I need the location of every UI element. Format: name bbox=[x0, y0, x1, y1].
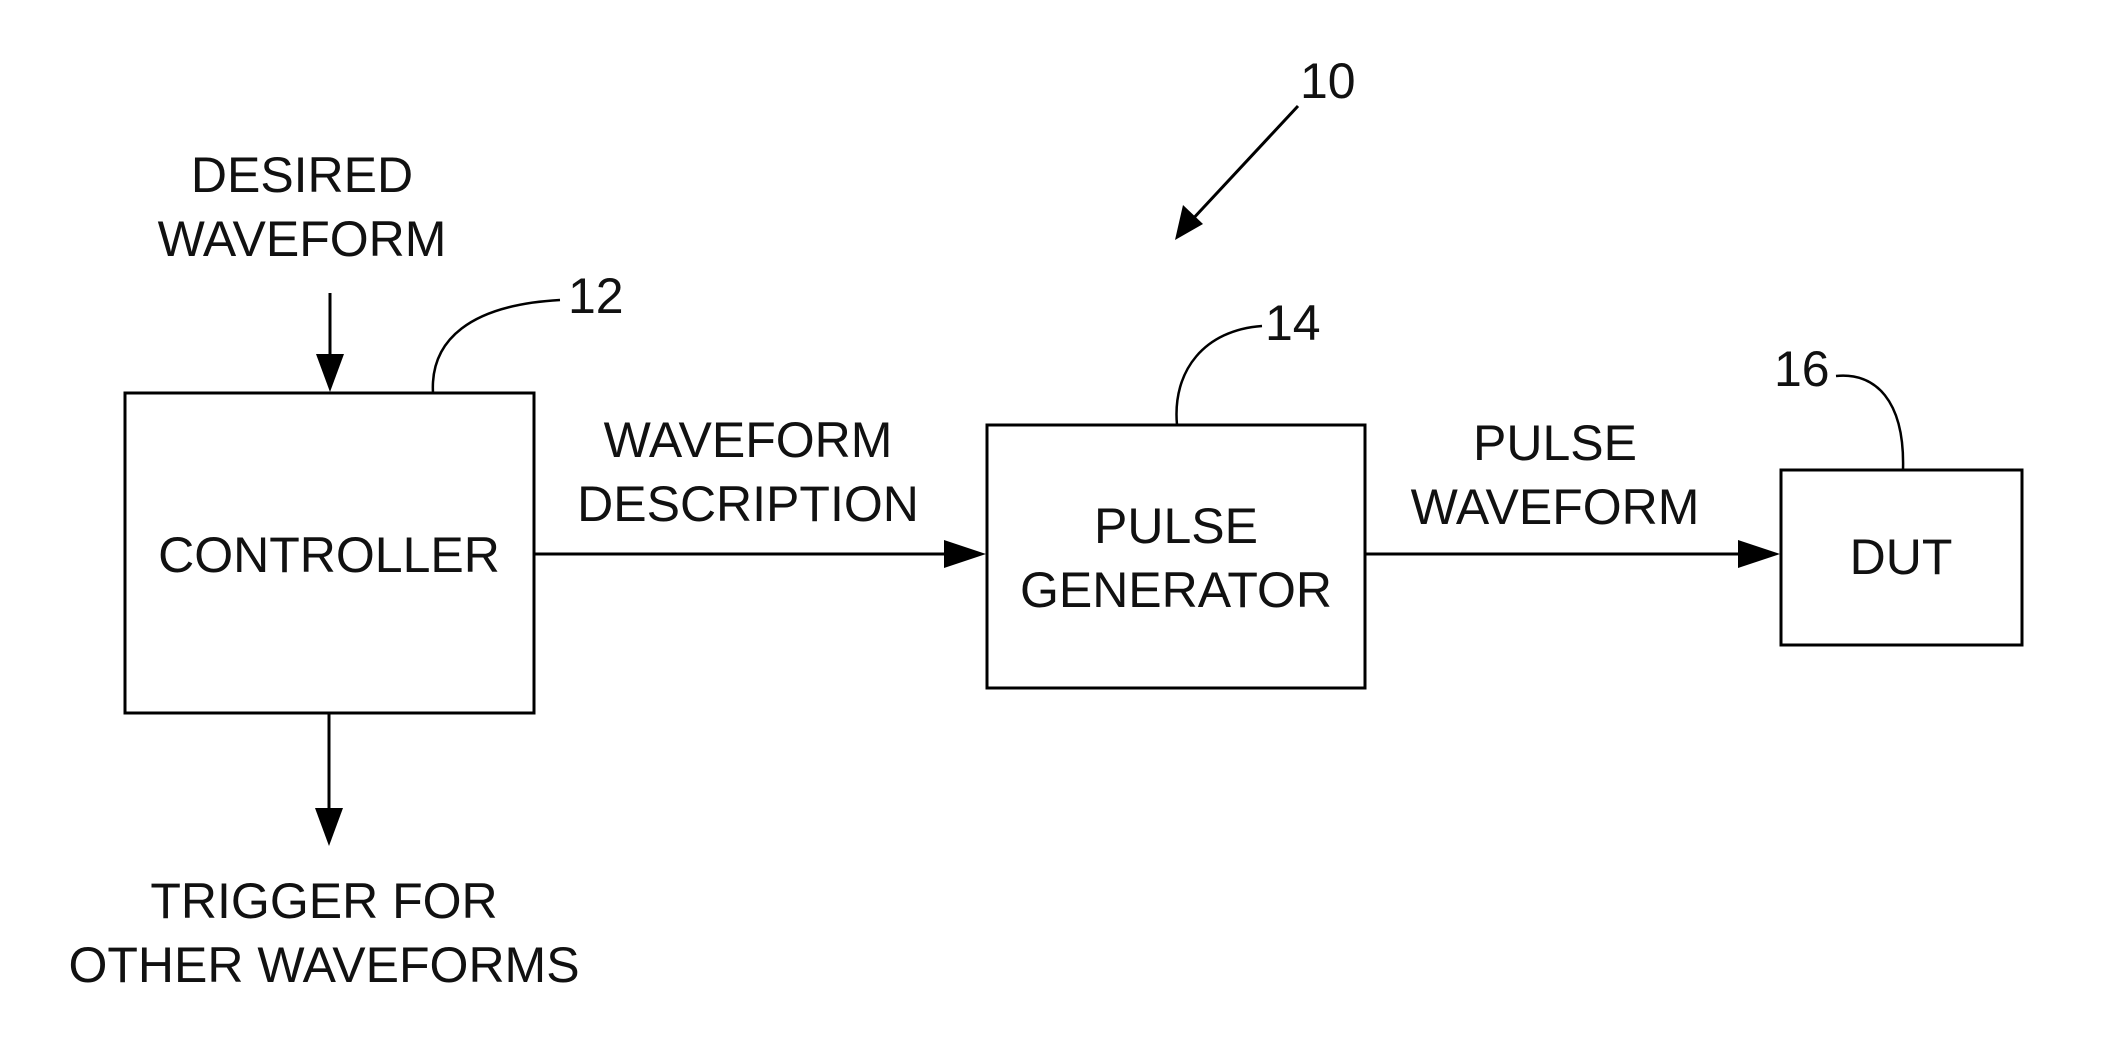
pulse-waveform-label-line1: PULSE bbox=[1473, 415, 1637, 471]
pulse-generator-label-line1: PULSE bbox=[1094, 498, 1258, 554]
pulse-waveform-label-line2: WAVEFORM bbox=[1411, 479, 1700, 535]
pulse-generator-block bbox=[987, 425, 1365, 688]
dut-reference-leader bbox=[1836, 376, 1903, 470]
pulse-waveform-arrow bbox=[1365, 540, 1780, 568]
system-reference-numeral: 10 bbox=[1300, 53, 1356, 109]
desired-waveform-arrow bbox=[316, 293, 344, 392]
pulse-generator-reference-numeral: 14 bbox=[1265, 295, 1321, 351]
pulse-generator-reference-leader bbox=[1177, 326, 1262, 425]
trigger-output-arrow bbox=[315, 713, 343, 846]
desired-waveform-label-line1: DESIRED bbox=[191, 147, 413, 203]
system-pointer-arrow bbox=[1175, 106, 1298, 240]
trigger-label-line2: OTHER WAVEFORMS bbox=[68, 937, 579, 993]
pulse-generator-label-line2: GENERATOR bbox=[1020, 562, 1332, 618]
dut-label: DUT bbox=[1850, 529, 1953, 585]
controller-reference-leader bbox=[433, 300, 560, 393]
dut-reference-numeral: 16 bbox=[1774, 341, 1830, 397]
desired-waveform-label-line2: WAVEFORM bbox=[158, 211, 447, 267]
controller-label: CONTROLLER bbox=[158, 527, 500, 583]
waveform-description-label-line2: DESCRIPTION bbox=[577, 476, 919, 532]
trigger-label-line1: TRIGGER FOR bbox=[150, 873, 497, 929]
controller-reference-numeral: 12 bbox=[568, 268, 624, 324]
waveform-description-label-line1: WAVEFORM bbox=[604, 412, 893, 468]
waveform-description-arrow bbox=[534, 540, 986, 568]
